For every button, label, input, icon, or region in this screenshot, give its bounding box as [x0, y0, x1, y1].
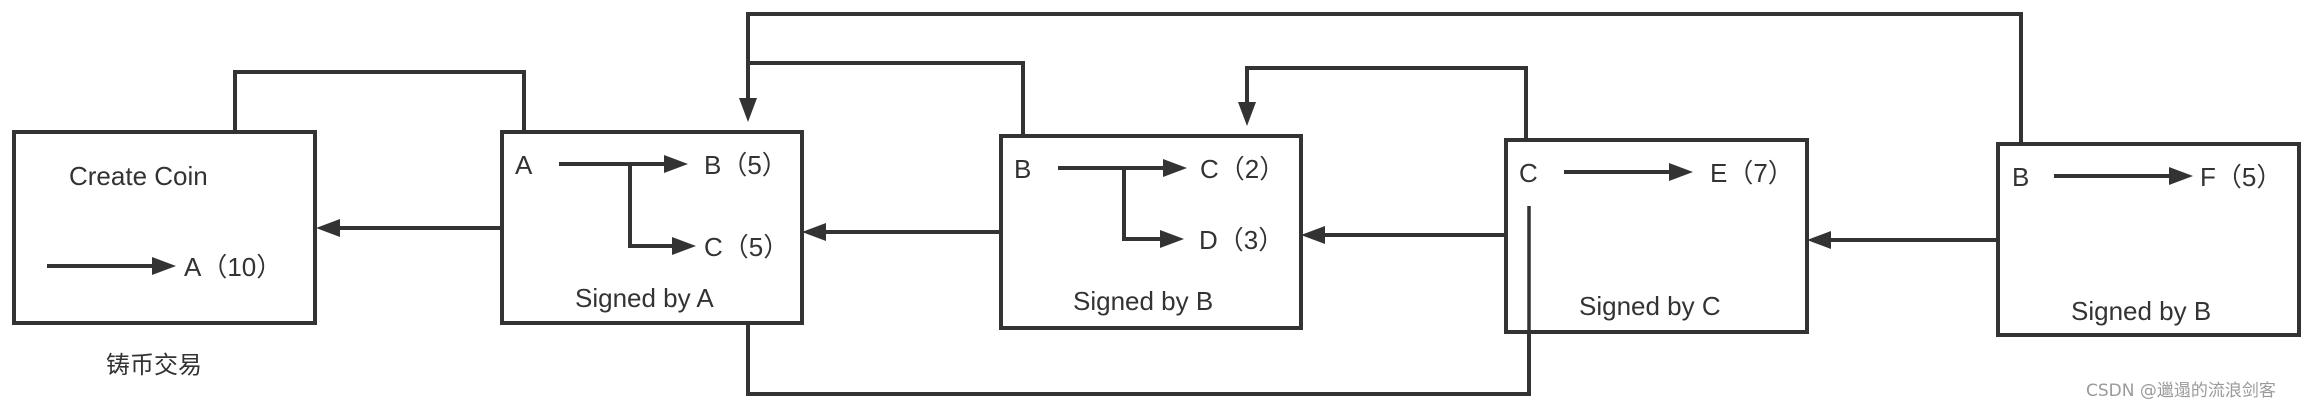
- tx1-box: [12, 130, 317, 325]
- arrowhead-icon: [1669, 163, 1693, 181]
- tx5-output-f: F（5）: [2200, 162, 2282, 192]
- arrowhead-icon: [2169, 167, 2193, 185]
- tx5-sender: B: [2012, 162, 2029, 192]
- arrowhead-icon: [739, 98, 757, 122]
- edge-tx4-to-tx2-output-c: [746, 302, 1531, 396]
- tx3-signature: Signed by B: [1073, 286, 1213, 316]
- tx1-caption: 铸币交易: [106, 351, 202, 379]
- arrowhead-icon: [1301, 226, 1325, 244]
- tx4-output-e: E（7）: [1710, 158, 1794, 188]
- edge-tx5-to-tx2-input: [746, 12, 2023, 143]
- arrowhead-icon: [1807, 231, 1831, 249]
- tx3-sender: B: [1014, 154, 1031, 184]
- arrowhead-icon: [316, 219, 340, 237]
- arrowhead-icon: [152, 257, 176, 275]
- edge-tx4-to-tx3-input: [1245, 66, 1528, 140]
- arrowhead-icon: [1238, 102, 1256, 126]
- tx1-title: Create Coin: [69, 161, 208, 191]
- watermark: CSDN @邋遢的流浪剑客: [2086, 381, 2276, 401]
- tx2-signature: Signed by A: [575, 283, 714, 313]
- tx3-output-c: C（2）: [1200, 154, 1285, 184]
- arrowhead-icon: [672, 237, 696, 255]
- arrowhead-icon: [664, 155, 688, 173]
- tx2-sender: A: [515, 150, 533, 180]
- tx4-sender: C: [1519, 158, 1538, 188]
- edge-tx3-to-tx2-input: [748, 61, 1025, 136]
- tx5-signature: Signed by B: [2071, 296, 2211, 326]
- tx1-output-a: A（10）: [184, 252, 282, 282]
- arrowhead-icon: [802, 223, 826, 241]
- tx3-output-d: D（3）: [1199, 225, 1284, 255]
- tx4-signature: Signed by C: [1579, 291, 1721, 321]
- tx2-output-b: B（5）: [704, 150, 788, 180]
- tx2-output-arrow-c: [628, 164, 680, 248]
- arrowhead-icon: [1160, 230, 1184, 248]
- tx3-output-arrow-d: [1122, 168, 1168, 241]
- tx2-output-c: C（5）: [704, 232, 789, 262]
- arrowhead-icon: [1163, 159, 1187, 177]
